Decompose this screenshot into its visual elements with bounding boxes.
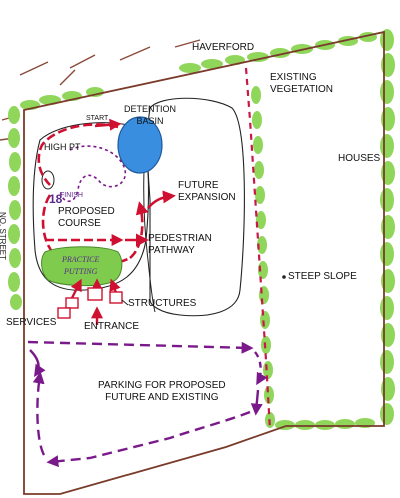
parking-loop-bottom xyxy=(46,410,251,468)
label-structures: STRUCTURES xyxy=(128,298,197,309)
parking-loop-right2 xyxy=(250,389,263,416)
structure-3 xyxy=(109,291,123,304)
label-pedestrian-pathway: PEDESTRIAN PATHWAY xyxy=(148,233,212,256)
vegetation-bottom xyxy=(275,418,375,430)
label-detention-basin: DETENTION BASIN xyxy=(124,104,177,126)
label-finish: FINISH xyxy=(60,192,83,199)
structures-pointer xyxy=(121,299,129,306)
vegetation-right xyxy=(380,29,395,425)
property-boundary xyxy=(23,30,385,495)
parking-loop-right xyxy=(254,351,268,386)
label-proposed-course: PROPOSED COURSE xyxy=(58,206,115,229)
structure-2 xyxy=(87,287,103,301)
vegetation-left xyxy=(8,106,22,310)
detention-basin xyxy=(117,116,163,174)
label-services: SERVICES xyxy=(6,317,57,328)
structure-4 xyxy=(57,307,71,319)
label-future-expansion: FUTURE EXPANSION xyxy=(178,180,236,203)
label-existing-vegetation: EXISTING VEGETATION xyxy=(270,72,333,95)
parking-loop-inner xyxy=(29,349,46,377)
start-arrow xyxy=(94,118,122,131)
expansion-arrow xyxy=(147,190,176,209)
structure-1 xyxy=(65,297,79,309)
label-parking: PARKING FOR PROPOSED FUTURE AND EXISTING xyxy=(98,380,226,403)
parking-loop-top xyxy=(27,340,254,354)
vegetation-slope xyxy=(251,86,275,428)
steep-slope-pointer xyxy=(282,275,286,279)
high-point-marker xyxy=(41,170,55,190)
course-circuit-dotted xyxy=(59,145,126,203)
entrance-arrow-left xyxy=(70,278,82,299)
parking-loop-left xyxy=(32,371,46,456)
label-haverford: HAVERFORD xyxy=(192,42,255,53)
expansion-area-outline xyxy=(146,97,245,317)
label-street-side: NO. STREET xyxy=(0,212,7,261)
label-high-pt: HIGH PT xyxy=(44,142,81,152)
label-practice-putting: PRACTICE PUTTING xyxy=(62,255,100,276)
label-entrance: ENTRANCE xyxy=(84,321,140,332)
label-start: START xyxy=(86,115,109,122)
label-hole-count: 18 xyxy=(49,192,63,206)
label-houses: HOUSES xyxy=(338,153,381,164)
label-steep-slope: STEEP SLOPE xyxy=(288,271,357,282)
